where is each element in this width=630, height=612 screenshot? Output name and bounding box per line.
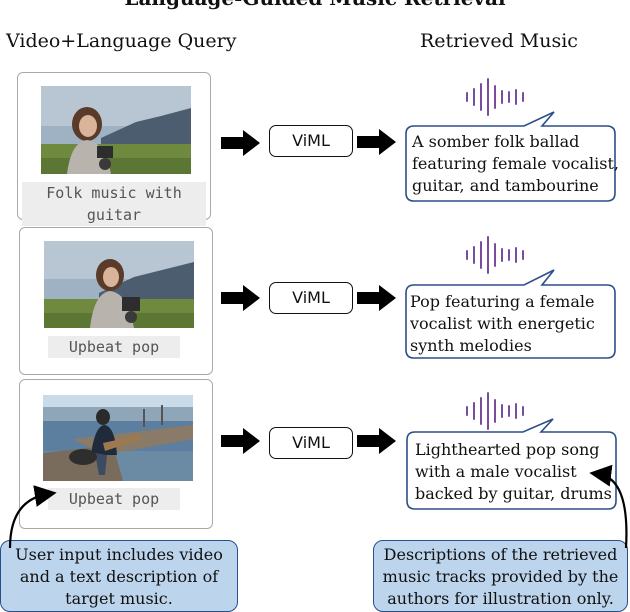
note-line: authors for illustration only.	[387, 589, 614, 608]
note-line: User input includes video	[15, 545, 223, 564]
viml-model-box-3: ViML	[269, 427, 353, 459]
query-card-2: Upbeat pop	[19, 227, 213, 375]
viml-model-box-2: ViML	[269, 282, 353, 314]
description-bubble-3: Lighthearted pop song with a male vocali…	[405, 417, 619, 513]
description-line: A somber folk ballad	[412, 132, 580, 151]
note-line: music tracks provided by the	[382, 567, 619, 586]
query-text-2: Upbeat pop	[48, 336, 180, 358]
arrow-right-icon	[357, 428, 396, 454]
descriptions-disclaimer-note: Descriptions of the retrieved music trac…	[373, 540, 628, 612]
video-thumbnail-2	[44, 241, 194, 328]
description-line: vocalist with energetic	[410, 314, 595, 333]
note-line: and a text description of	[19, 567, 219, 586]
arrow-right-icon	[357, 285, 396, 311]
results-column-header: Retrieved Music	[420, 30, 578, 52]
video-thumbnail-3	[43, 395, 193, 481]
description-line: synth melodies	[410, 336, 532, 355]
video-thumbnail-1	[41, 86, 191, 174]
query-text-1: Folk music with guitar	[22, 182, 206, 226]
description-line: Lighthearted pop song	[415, 440, 600, 459]
arrow-right-icon	[221, 285, 260, 311]
query-column-header: Video+Language Query	[6, 30, 237, 52]
arrow-right-icon	[221, 428, 260, 454]
query-text-3: Upbeat pop	[48, 488, 180, 510]
figure-title: Language-Guided Music Retrieval	[0, 0, 630, 10]
description-bubble-2: Pop featuring a female vocalist with ene…	[404, 266, 619, 362]
description-bubble-1: A somber folk ballad featuring female vo…	[404, 110, 619, 205]
audio-waveform-icon	[466, 236, 524, 274]
arrow-right-icon	[221, 130, 260, 156]
query-card-1: Folk music with guitar	[17, 72, 211, 226]
note-line: target music.	[65, 589, 173, 608]
description-line: guitar, and tambourine	[412, 176, 599, 195]
description-line: featuring female vocalist,	[412, 154, 619, 173]
viml-model-box-1: ViML	[269, 125, 353, 157]
note-line: Descriptions of the retrieved	[383, 545, 618, 564]
arrow-right-icon	[357, 129, 396, 155]
description-line: Pop featuring a female	[410, 292, 595, 311]
description-line: backed by guitar, drums	[415, 484, 612, 503]
query-card-3: Upbeat pop	[19, 379, 213, 529]
audio-waveform-icon	[466, 392, 524, 430]
audio-waveform-icon	[466, 78, 524, 116]
user-input-note: User input includes video and a text des…	[0, 540, 238, 612]
description-line: with a male vocalist	[415, 462, 577, 481]
